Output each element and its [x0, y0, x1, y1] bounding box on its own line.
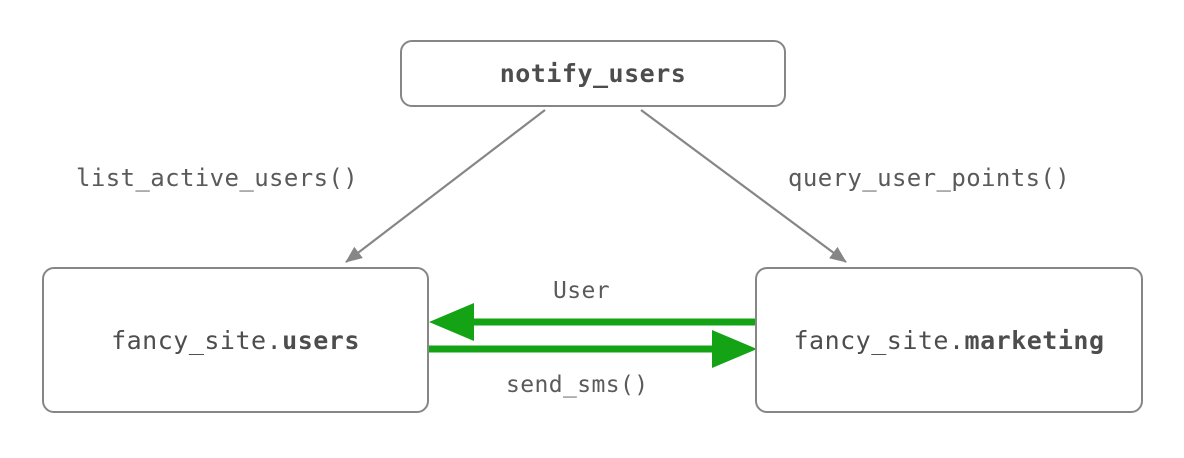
- node-fancy-site-users-prefix: fancy_site.: [111, 325, 283, 355]
- node-fancy-site-marketing[interactable]: fancy_site.marketing: [755, 267, 1143, 413]
- edge-label-user: User: [553, 278, 610, 304]
- node-notify-users[interactable]: notify_users: [400, 40, 786, 107]
- edge-user: [429, 303, 757, 341]
- node-fancy-site-marketing-prefix: fancy_site.: [793, 325, 965, 355]
- node-fancy-site-users-name: users: [282, 325, 360, 355]
- node-fancy-site-marketing-name: marketing: [964, 325, 1105, 355]
- node-fancy-site-users[interactable]: fancy_site.users: [42, 267, 429, 413]
- node-fancy-site-users-label: fancy_site.users: [111, 326, 360, 355]
- edge-label-query-user-points: query_user_points(): [788, 164, 1071, 192]
- node-notify-users-label: notify_users: [499, 59, 687, 88]
- edge-list-active-users: [345, 109, 546, 263]
- edge-send-sms: [429, 330, 757, 368]
- edge-label-list-active-users: list_active_users(): [76, 164, 359, 192]
- node-fancy-site-marketing-label: fancy_site.marketing: [793, 326, 1104, 355]
- edge-label-send-sms: send_sms(): [506, 372, 649, 398]
